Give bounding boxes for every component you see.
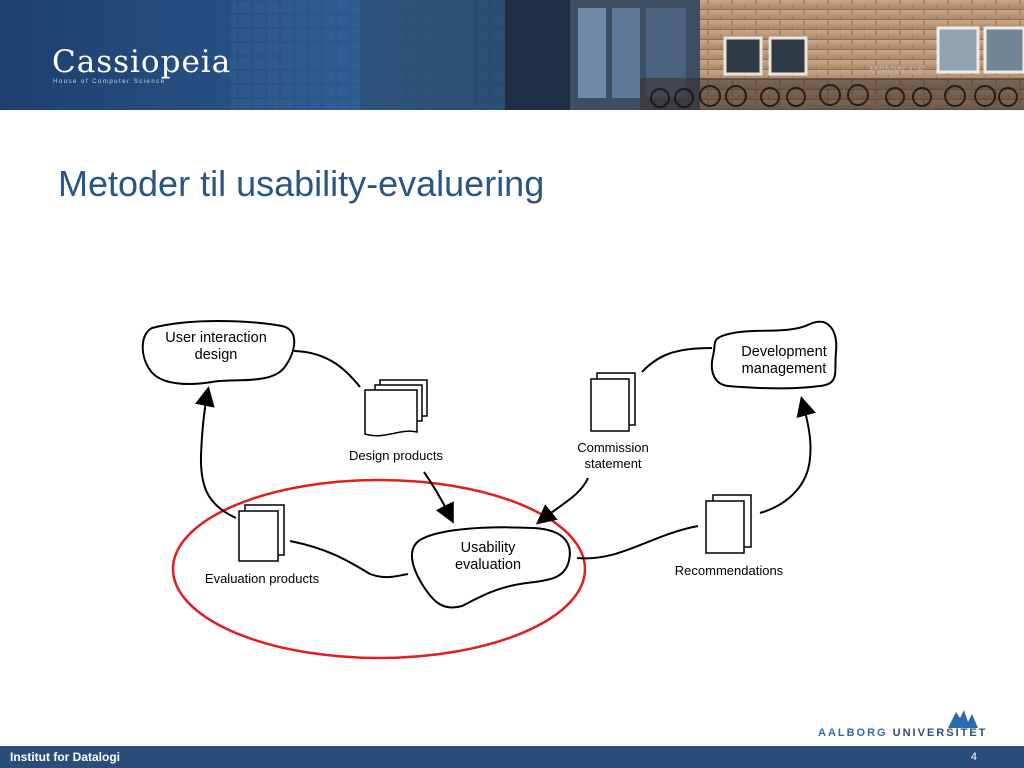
arrow-recommendations-to-dev-mgmt (759, 396, 816, 514)
doc-label-evaluation-products: Evaluation products (204, 571, 320, 586)
banner-photo (0, 0, 1024, 110)
aau-wave-icon (948, 710, 978, 728)
user-interaction-design-blob (141, 320, 296, 385)
connector-usability-to-recommendations (576, 525, 699, 560)
cassiopeia-logo: Cassiopeia (52, 44, 232, 80)
cassiopeia-subtitle: House of Computer Science (53, 79, 166, 85)
node-label-development-management: Development management (741, 344, 827, 377)
connector-uid-to-design-products (293, 350, 361, 388)
university-name-first: AALBORG (818, 727, 888, 739)
recommendations-document-icon (705, 494, 752, 554)
doc-label-commission-statement: Commission statement (577, 440, 649, 471)
page-number: 4 (970, 751, 977, 763)
arrow-evaluation-to-uid (195, 386, 237, 519)
banner-url-watermark: www.cs (870, 61, 926, 78)
header-banner: Cassiopeia House of Computer Science www… (0, 0, 1024, 110)
highlight-ellipse (171, 478, 587, 660)
evaluation-products-document-icon (238, 504, 285, 562)
arrow-commission-to-usability (535, 477, 589, 525)
design-products-document-icon (364, 379, 428, 437)
arrow-design-products-to-usability (423, 471, 454, 524)
connector-evaluation-to-usability (289, 540, 409, 579)
connector-dev-mgmt-to-commission (641, 347, 713, 373)
node-label-user-interaction-design: User interaction design (165, 330, 267, 363)
commission-statement-document-icon (590, 372, 636, 432)
doc-label-design-products: Design products (349, 448, 443, 463)
node-label-usability-evaluation: Usability evaluation (454, 540, 522, 573)
slide-title: Metoder til usability-evaluering (58, 163, 545, 204)
footer-bar: Institut for Datalogi 4 (0, 746, 1024, 768)
usability-evaluation-blob (411, 526, 571, 609)
doc-label-recommendations: Recommendations (674, 563, 784, 578)
university-name-second: UNIVERSITET (892, 727, 988, 739)
development-management-blob (710, 320, 838, 390)
aalborg-university-logo: AALBORG UNIVERSITET (818, 710, 990, 740)
institute-name: Institut for Datalogi (10, 750, 120, 764)
